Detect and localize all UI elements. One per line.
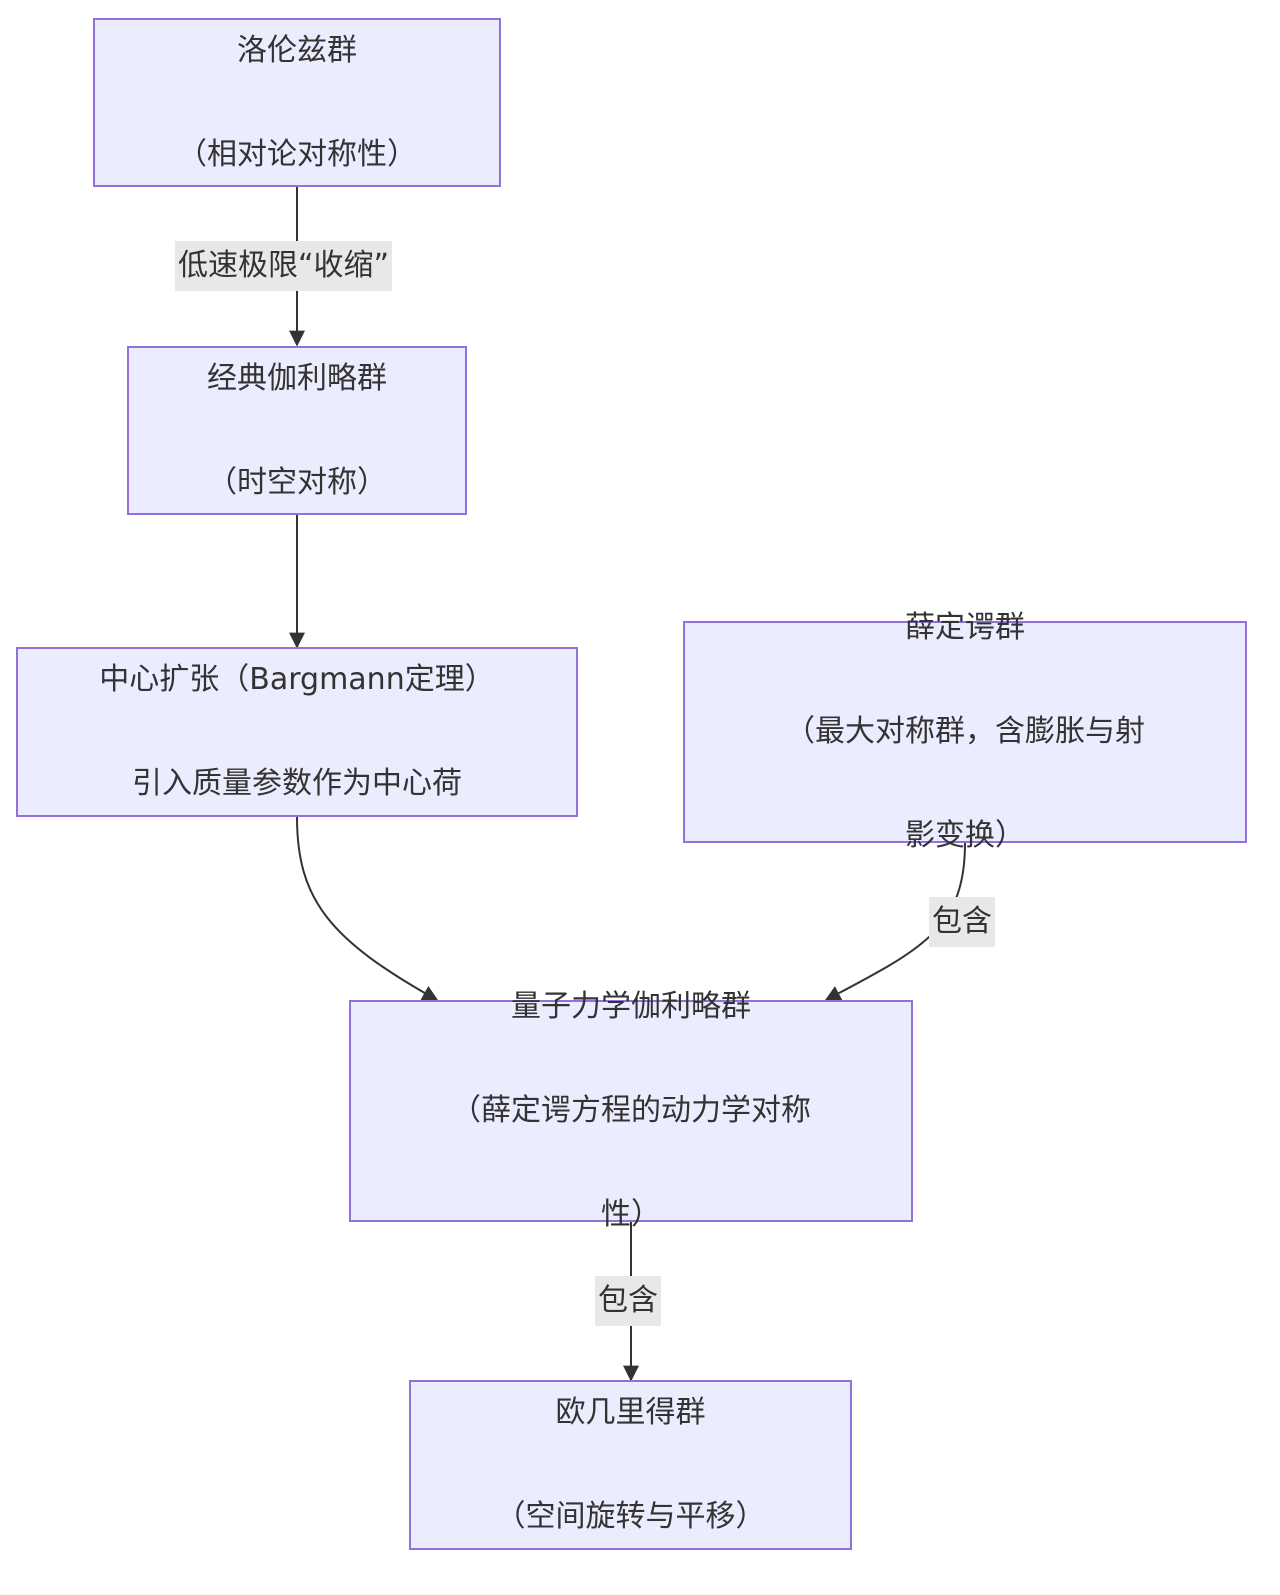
edge-central-quantum xyxy=(296,816,439,1001)
node-central-extension: 中心扩张（Bargmann定理） 引入质量参数作为中心荷 xyxy=(16,647,578,817)
node-quantum-title: 量子力学伽利略群 xyxy=(511,989,751,1024)
node-galilei-subtitle: （时空对称） xyxy=(207,464,387,500)
node-classical-galilei-group: 经典伽利略群 （时空对称） xyxy=(127,346,467,515)
node-central-subtitle: 引入质量参数作为中心荷 xyxy=(131,766,462,801)
node-lorentz-group: 洛伦兹群 （相对论对称性） xyxy=(93,18,501,187)
edge-label-low-speed-contraction: 低速极限“收缩” xyxy=(175,241,393,291)
edge-label-contains-schrodinger: 包含 xyxy=(929,897,995,947)
node-quantum-subtitle-1: （薛定谔方程的动力学对称 xyxy=(451,1093,811,1128)
node-galilei-title: 经典伽利略群 xyxy=(207,360,387,396)
node-euclid-title: 欧几里得群 xyxy=(555,1395,706,1430)
node-lorentz-title: 洛伦兹群 xyxy=(237,32,357,68)
edge-label-contains-euclid: 包含 xyxy=(595,1276,661,1326)
node-schrodinger-group: 薛定谔群 （最大对称群，含膨胀与射 影变换） xyxy=(683,610,1247,853)
node-schrodinger-title: 薛定谔群 xyxy=(905,610,1025,645)
node-quantum-galilei-group: 量子力学伽利略群 （薛定谔方程的动力学对称 性） xyxy=(349,989,913,1232)
node-euclid-group: 欧几里得群 （空间旋转与平移） xyxy=(409,1380,852,1550)
node-lorentz-subtitle: （相对论对称性） xyxy=(177,136,417,172)
node-quantum-subtitle-2: 性） xyxy=(601,1197,661,1232)
node-schrodinger-subtitle-2: 影变换） xyxy=(905,818,1025,853)
node-euclid-subtitle: （空间旋转与平移） xyxy=(495,1499,766,1534)
node-central-title: 中心扩张（Bargmann定理） xyxy=(99,662,495,697)
node-schrodinger-subtitle-1: （最大对称群，含膨胀与射 xyxy=(785,714,1145,749)
